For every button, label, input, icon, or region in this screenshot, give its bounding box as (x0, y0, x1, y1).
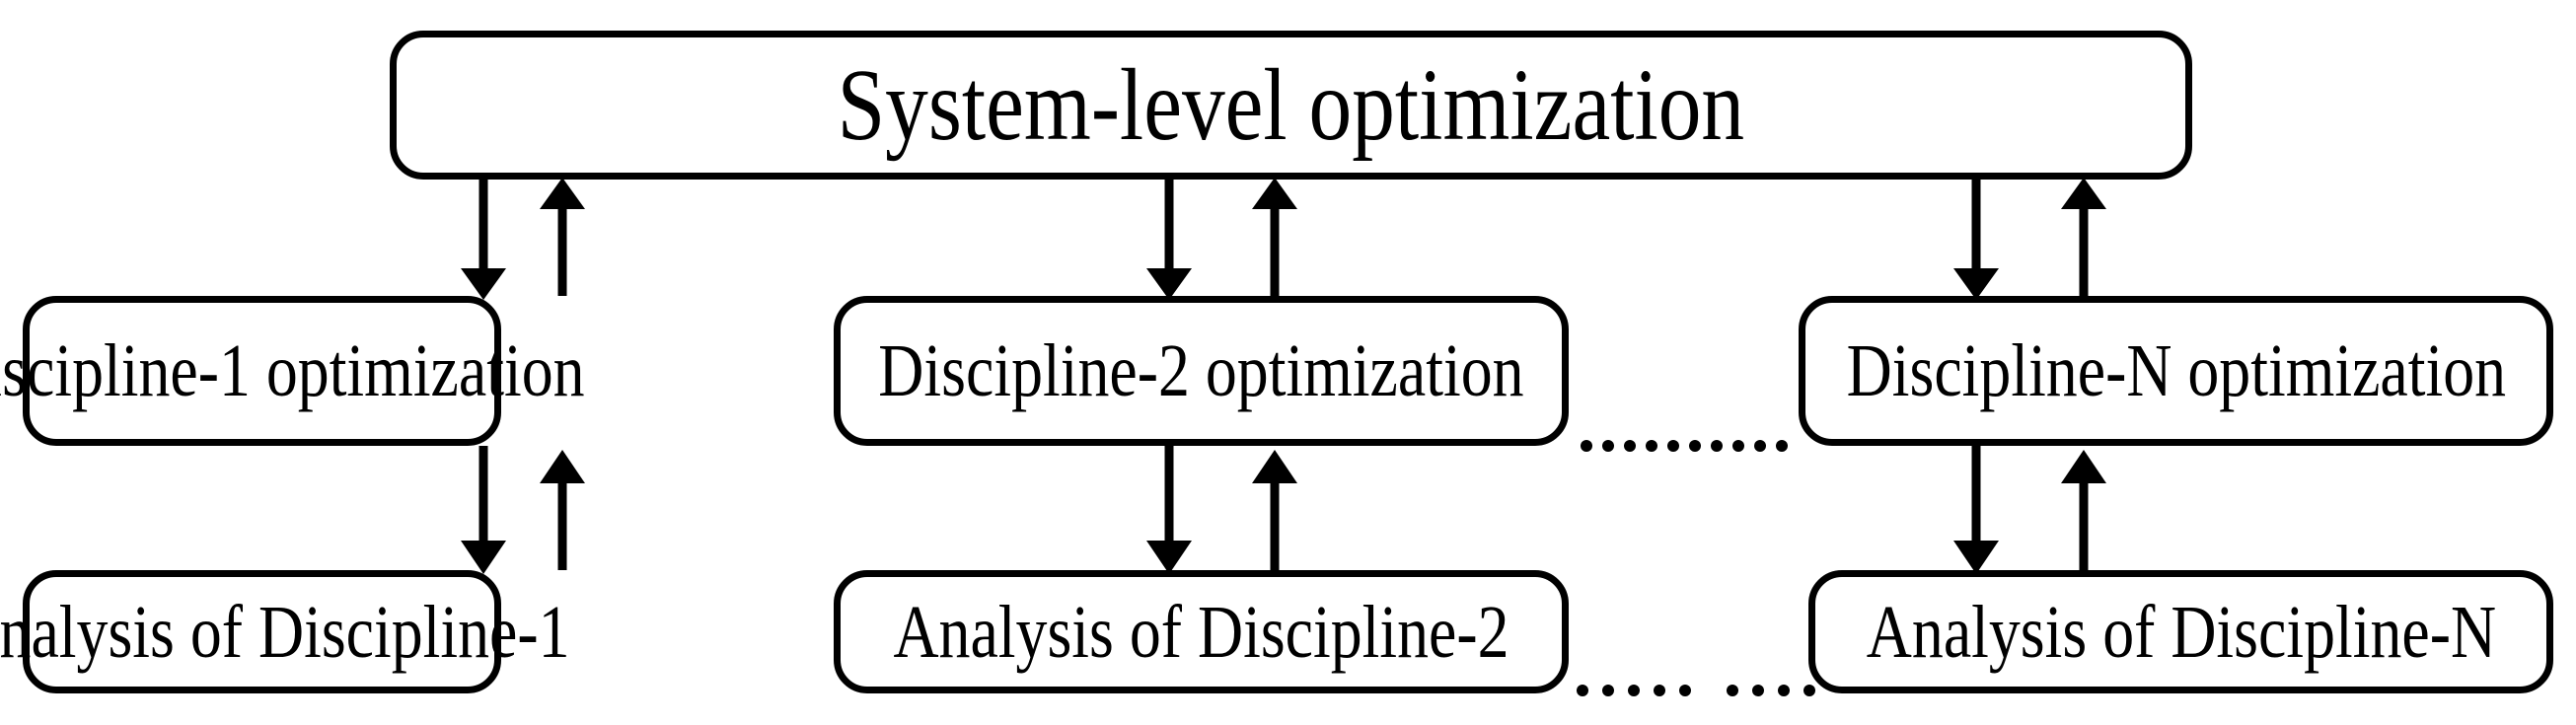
connector-discipline-1-to-analysis-1 (461, 446, 585, 574)
ellipsis-analysis-row (1577, 685, 1815, 696)
node-discipline-n-optimization-label: Discipline-N optimization (1846, 329, 2506, 412)
node-analysis-of-discipline-2[interactable]: Analysis of Discipline-2 (834, 570, 1569, 693)
node-analysis-of-discipline-1-label: Analysis of Discipline-1 (0, 590, 570, 674)
connector-system-to-discipline-n (1953, 178, 2106, 300)
node-system-level-optimization-label: System-level optimization (837, 47, 1745, 162)
connector-discipline-2-to-analysis-2 (1146, 446, 1297, 574)
connector-system-to-discipline-1 (461, 178, 585, 300)
connector-discipline-n-to-analysis-n (1953, 446, 2106, 574)
node-discipline-2-optimization[interactable]: Discipline-2 optimization (834, 296, 1569, 446)
node-discipline-1-optimization-label: Discipline-1 optimization (0, 329, 585, 412)
ellipsis-discipline-row (1581, 440, 1788, 452)
node-discipline-2-optimization-label: Discipline-2 optimization (878, 329, 1524, 412)
node-analysis-of-discipline-1[interactable]: Analysis of Discipline-1 (0, 570, 570, 693)
node-analysis-of-discipline-2-label: Analysis of Discipline-2 (893, 590, 1509, 674)
node-system-level-optimization[interactable]: System-level optimization (390, 31, 2192, 180)
node-analysis-of-discipline-n[interactable]: Analysis of Discipline-N (1808, 570, 2553, 693)
node-discipline-1-optimization[interactable]: Discipline-1 optimization (0, 296, 585, 446)
node-discipline-n-optimization[interactable]: Discipline-N optimization (1799, 296, 2553, 446)
node-analysis-of-discipline-n-label: Analysis of Discipline-N (1866, 590, 2496, 674)
connector-system-to-discipline-2 (1146, 178, 1297, 300)
